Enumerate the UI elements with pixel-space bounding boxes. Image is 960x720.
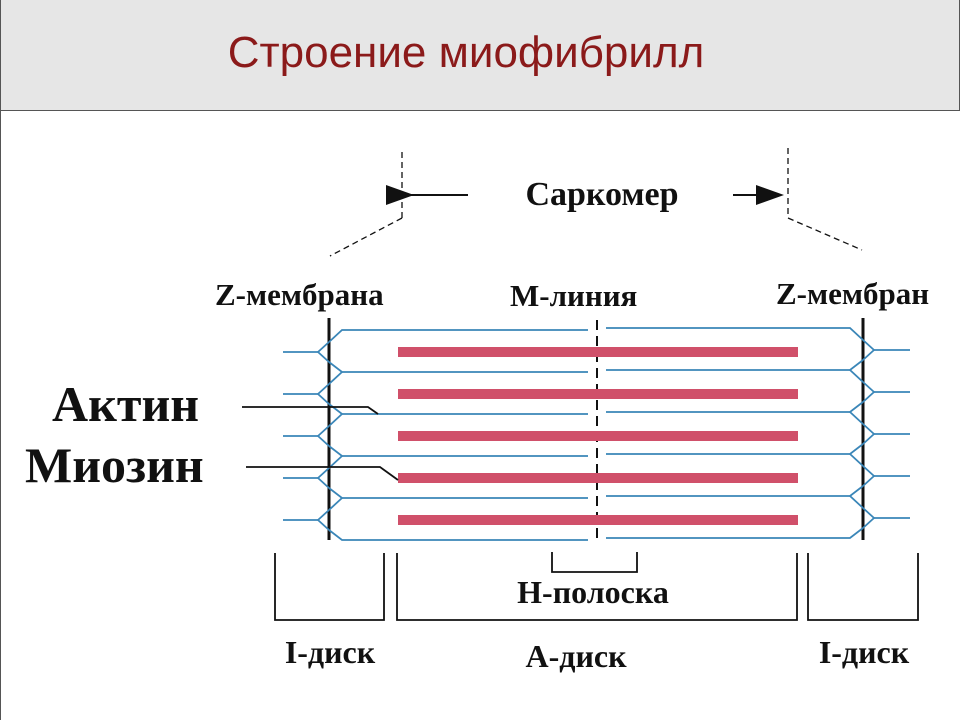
z-membrane-left-label: Z-мембрана [215,277,384,312]
actin-z-branch-left [317,341,330,531]
myosin-filaments [398,347,798,525]
actin-label: Актин [52,376,199,432]
i-disc-right-label: I-диск [819,634,910,670]
actin-filament-left [328,413,343,427]
actin-filament-right [849,495,864,509]
myosin-filament [398,389,798,399]
myosin-label: Миозин [25,437,204,493]
actin-filament-right [606,401,864,413]
sarcomere-right-diagonal [787,217,863,251]
myosin-filament [398,431,798,441]
actin-filament-right [606,443,864,455]
actin-filament-left [328,329,588,343]
left-border [0,110,1,720]
actin-filament-left [328,455,343,469]
sarcomere-label: Саркомер [525,176,678,213]
sarcomere-left-diagonal [329,217,403,257]
myosin-filament [398,515,798,525]
myosin-leader-line [246,466,399,481]
actin-filament-left [328,529,588,541]
actin-filament-left [328,497,343,511]
h-band-bracket [551,552,638,573]
slide-title: Строение миофибрилл [227,28,705,77]
actin-filament-right [606,327,864,341]
i-disc-left-label: I-диск [285,634,376,670]
actin-filament-right [849,453,864,467]
actin-filament-right [606,359,864,371]
actin-filaments [283,327,910,541]
a-disc-bracket [396,553,798,621]
title-bar: Строение миофибрилл [0,0,960,111]
actin-filament-right [606,485,864,497]
actin-leader-line [242,406,379,415]
actin-filament-left [328,445,588,457]
actin-filament-left [328,403,588,415]
m-line-label: М-линия [510,278,637,313]
actin-z-branch-right [862,339,875,529]
actin-filament-right [606,527,864,539]
z-membrane-right-label: Z-мембран [776,276,929,311]
actin-filament-left [328,487,588,499]
i-disc-left-bracket [274,553,385,621]
actin-filament-right [849,369,864,383]
myosin-filament [398,473,798,483]
actin-filament-left [328,361,588,373]
myosin-filament [398,347,798,357]
h-band-label: Н-полоска [517,574,669,610]
actin-filament-right [849,411,864,425]
i-disc-right-bracket [807,553,919,621]
actin-filament-left [328,371,343,385]
a-disc-label: А-диск [525,638,627,674]
